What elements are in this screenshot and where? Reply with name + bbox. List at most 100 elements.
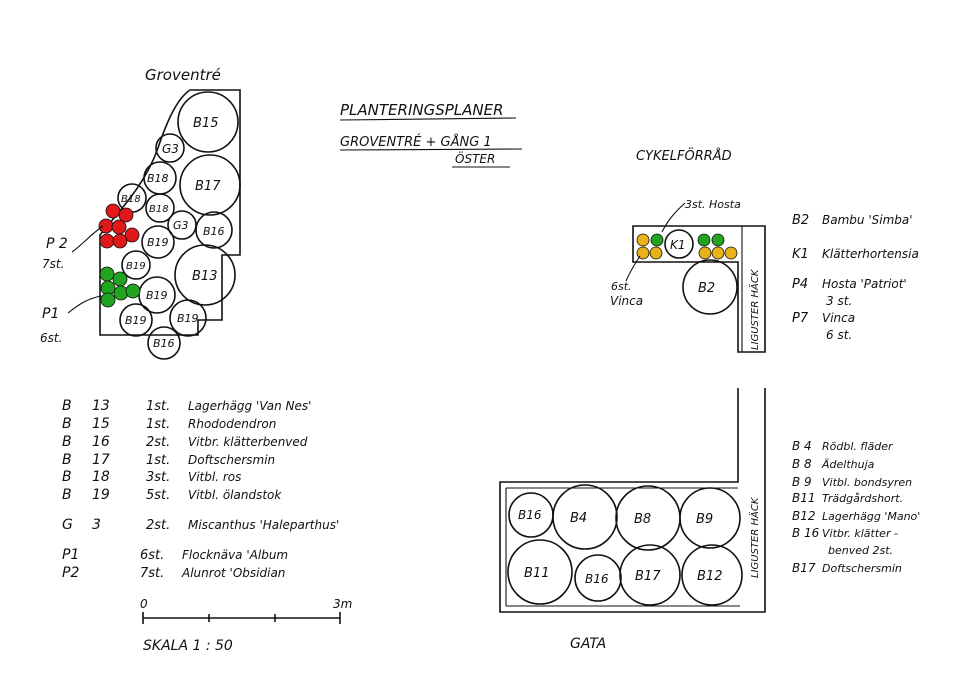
label-b16-b: B16	[153, 337, 175, 350]
legend-count: 1st.	[146, 453, 170, 468]
legend-count: 1st.	[146, 399, 170, 414]
legend-code: B 8	[792, 457, 812, 471]
legend-name: Bambu 'Simba'	[822, 213, 913, 227]
legend-code: B	[62, 416, 72, 432]
groventre-plan: Groventré	[40, 66, 241, 360]
legend-number: 15	[92, 416, 110, 432]
p2-dots	[98, 203, 140, 249]
label-b18-c: B18	[149, 204, 169, 215]
legend-name: Lagerhägg 'Mano'	[822, 510, 920, 523]
legend-name: Vitbl. bondsyren	[822, 476, 912, 489]
cykelforrad-plan: CYKELFÖRRÅD 3st. Hosta K1 B2 6st. Vinca …	[610, 147, 766, 353]
label-k1: K1	[670, 238, 686, 252]
legend-name: Lagerhägg 'Van Nes'	[188, 399, 311, 413]
label-b13: B13	[192, 269, 217, 284]
label-b15: B15	[193, 116, 218, 131]
label-b17: B17	[635, 569, 661, 584]
legend-number: 17	[92, 452, 110, 468]
legend-code: B	[62, 452, 72, 468]
circle-b19-e	[169, 299, 207, 337]
label-b18-a: B18	[147, 172, 169, 185]
circle-b19-d	[119, 303, 153, 337]
legend-code: B 16	[792, 526, 820, 540]
title-line-2: GROVENTRÉ + GÅNG 1	[340, 134, 492, 150]
gata-bed-outline	[499, 388, 766, 613]
scale-end: 3m	[333, 597, 352, 611]
legend-name: Trädgårdshort.	[822, 492, 903, 505]
legend-row: B11 Trädgårdshort.	[792, 491, 903, 505]
legend-row: B 8 Ädelthuja	[792, 457, 875, 471]
legend-code: P2	[62, 565, 79, 581]
label-b9: B9	[696, 512, 713, 527]
legend-number: 19	[92, 487, 110, 503]
circle-b11	[507, 539, 573, 605]
circle-b16-b	[147, 326, 181, 360]
scale-start: 0	[140, 597, 148, 611]
legend-name: Rödbl. fläder	[822, 440, 894, 453]
label-b2: B2	[698, 281, 715, 296]
circle-b16-b	[574, 554, 622, 602]
legend-number: 13	[92, 398, 110, 414]
legend-code: B	[62, 487, 72, 503]
circle-b16-a	[195, 211, 233, 249]
legend-count: 6st.	[140, 548, 164, 563]
p1-label: P1	[42, 306, 59, 322]
vinca-label: Vinca	[610, 294, 643, 308]
circle-b4	[552, 484, 618, 550]
label-b18-b: B18	[121, 194, 141, 205]
label-b19-e: B19	[177, 312, 199, 325]
p1-leader-line	[67, 295, 103, 314]
circle-k1	[664, 229, 694, 259]
legend-name: benved 2st.	[828, 544, 893, 557]
label-b4: B4	[570, 511, 587, 526]
legend-name: Vinca	[822, 311, 855, 325]
hedge-label-top: LIGUSTER HÄCK	[748, 268, 761, 350]
legend-name: Klätterhortensia	[822, 247, 919, 261]
legend-code: P4	[792, 277, 808, 292]
legend-count: 1st.	[146, 417, 170, 432]
circle-g3-top	[155, 133, 185, 163]
legend-code: B11	[792, 491, 816, 505]
legend-code: B	[62, 398, 72, 414]
hosta-leader	[661, 202, 686, 233]
plan-title: PLANTERINGSPLANER GROVENTRÉ + GÅNG 1 ÖST…	[339, 101, 523, 168]
label-b19-c: B19	[146, 289, 168, 302]
title-line-1: PLANTERINGSPLANER	[340, 101, 504, 119]
legend-count: 7st.	[140, 566, 164, 581]
legend-row: benved 2st.	[828, 544, 893, 557]
vinca-count: 6st.	[611, 280, 632, 293]
circle-b2	[682, 259, 738, 315]
legend-code: B	[62, 469, 72, 485]
legend-count: 3st.	[146, 470, 170, 485]
circle-b18-c	[145, 193, 175, 223]
hedge-label-bottom: LIGUSTER HÄCK	[748, 496, 761, 578]
circle-b17	[619, 544, 681, 606]
label-b16-b: B16	[585, 572, 609, 586]
p2-leader-line	[71, 225, 104, 253]
legend-name: Ädelthuja	[821, 458, 875, 471]
groventre-title: Groventré	[145, 66, 221, 84]
legend-name: Vitbl. ros	[188, 470, 241, 484]
label-b16-a: B16	[518, 508, 542, 522]
p1-dots	[99, 266, 141, 308]
legend-code: P7	[792, 311, 809, 326]
legend-name: Miscanthus 'Haleparthus'	[188, 518, 339, 532]
circle-b9	[679, 487, 741, 549]
legend-name: Vitbr. klätter -	[822, 527, 898, 540]
circle-b15	[177, 91, 239, 153]
label-b17: B17	[195, 179, 221, 194]
label-g3-mid: G3	[173, 219, 189, 232]
